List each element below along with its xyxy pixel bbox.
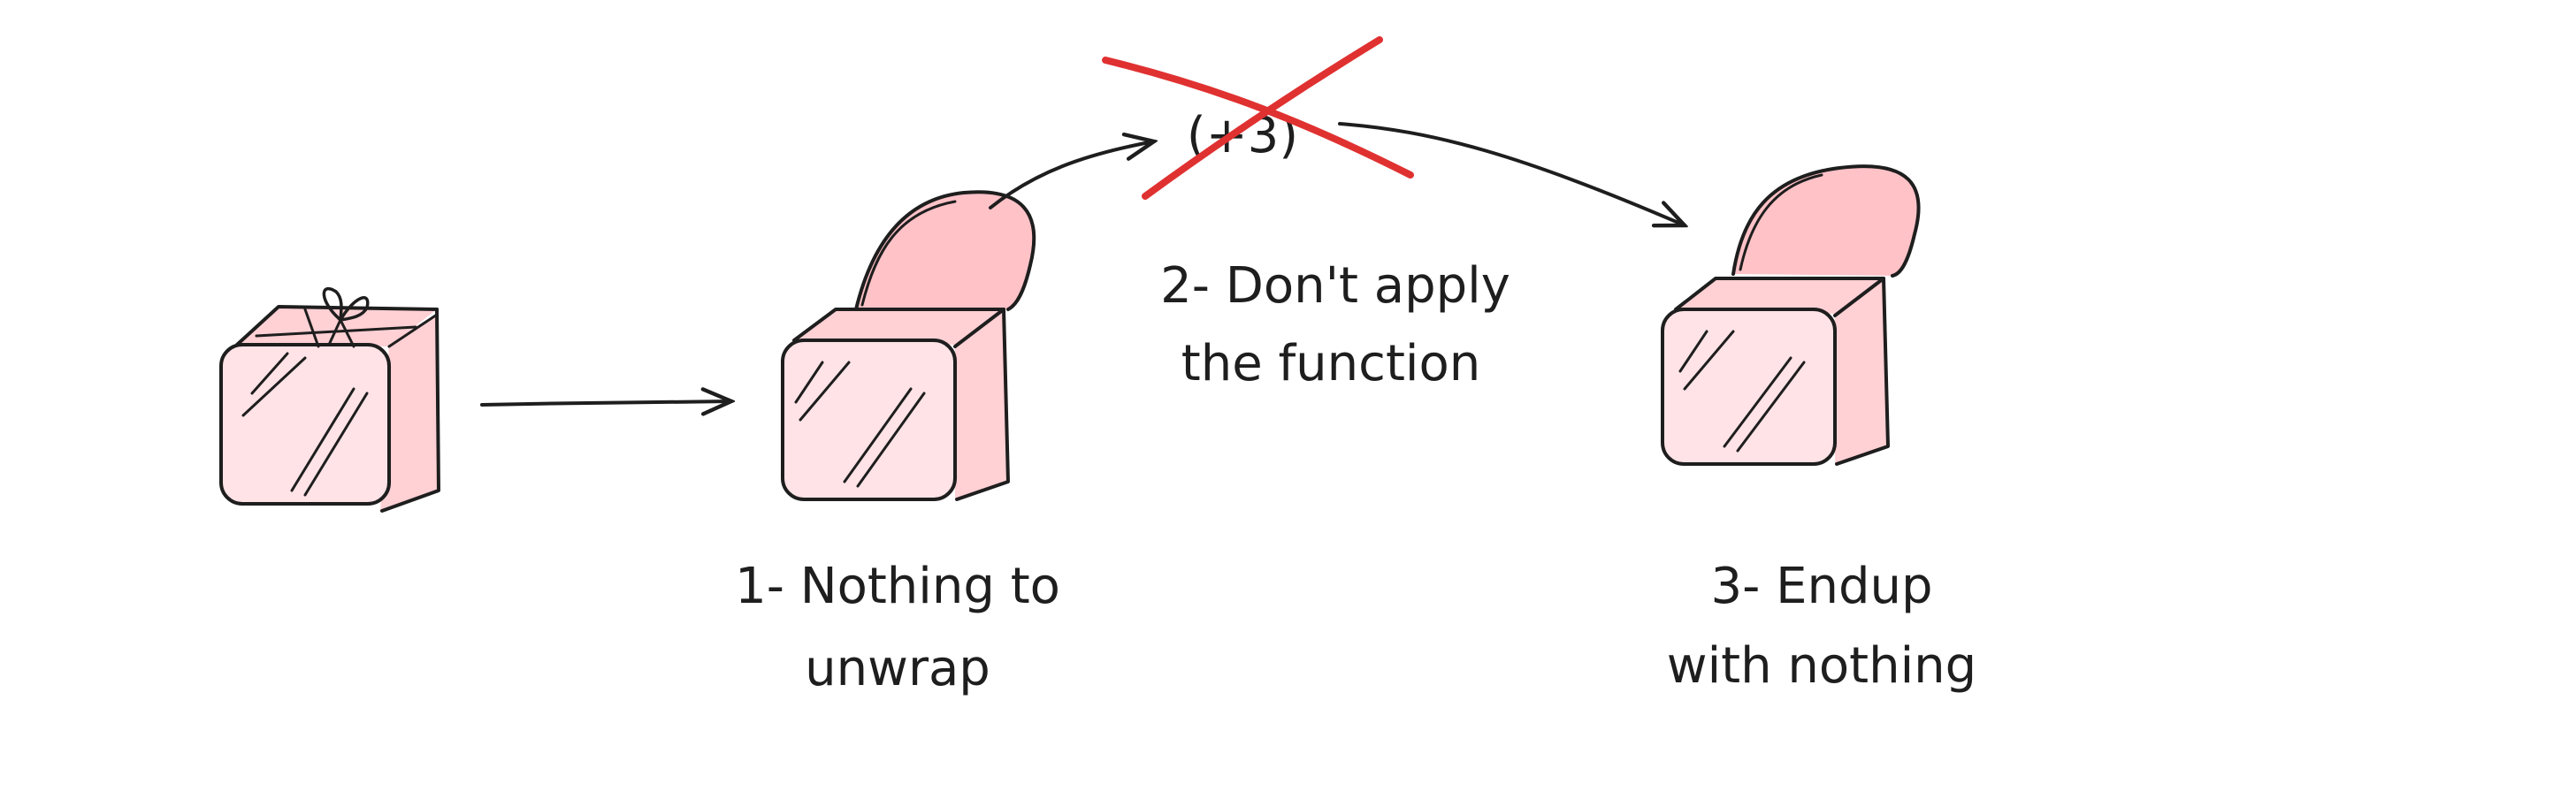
step-1-line-1: 1- Nothing to [735,558,1060,615]
gift-box-icon [219,286,440,513]
arrow-to-step3 [1338,122,1685,225]
step-1-caption: 1- Nothing to unwrap [735,558,1060,697]
arrow-to-function [989,141,1154,209]
arrow-to-step1 [480,401,731,405]
step-1-line-2: unwrap [805,640,990,697]
open-box-icon [781,190,1036,501]
step-2-line-2: the function [1181,335,1480,392]
function-icon: (+3) [1102,36,1414,200]
step-2-caption: 2- Don't apply the function [1160,257,1510,392]
step-3-caption: 3- Endup with nothing [1667,558,1976,695]
open-box-icon [1661,164,1921,466]
step-3-line-2: with nothing [1667,637,1976,695]
step-3-line-1: 3- Endup [1710,558,1932,615]
step-2-line-1: 2- Don't apply [1160,257,1510,315]
